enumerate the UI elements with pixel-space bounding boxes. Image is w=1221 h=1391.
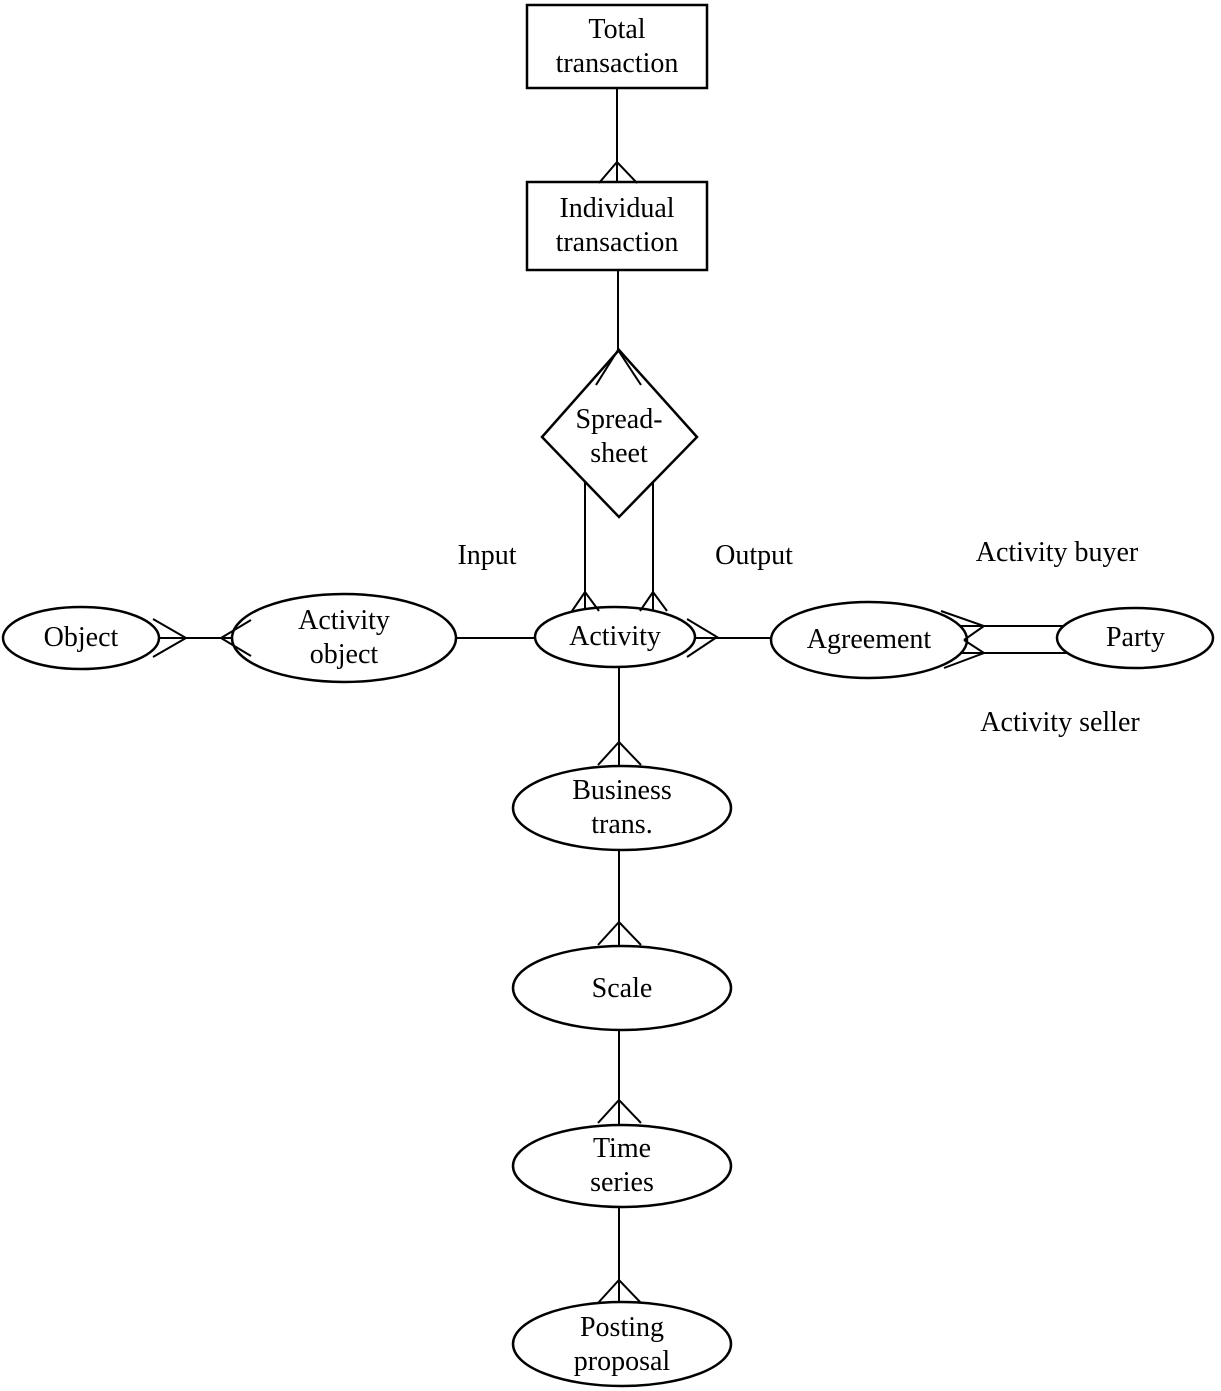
node-shape-activity [533, 605, 697, 669]
node-shapes [1, 3, 1215, 1388]
crow-foot-agreement-lower [943, 639, 987, 669]
crow-foot-individual-top [598, 160, 638, 184]
node-shape-business-trans [511, 764, 733, 852]
crow-foot-activity-top-right [639, 590, 668, 612]
crow-foot-activity-right [686, 618, 719, 658]
node-shape-individual-transaction [525, 180, 709, 272]
node-shape-party [1055, 606, 1215, 670]
node-shape-time-series [511, 1123, 733, 1209]
node-shape-spreadsheet [540, 348, 699, 519]
crow-foot-activity-top-left [571, 590, 600, 612]
node-shape-activity-object [230, 592, 458, 684]
node-shape-posting-proposal [511, 1300, 733, 1388]
node-shape-scale [511, 944, 733, 1032]
crow-foot-agreement-upper [940, 610, 987, 641]
crow-foot-time-series-top [597, 1098, 642, 1124]
node-shape-agreement [769, 600, 969, 680]
crow-foot-markers [152, 160, 987, 1304]
crow-foot-scale-top [597, 920, 642, 946]
crow-foot-business-trans-top [597, 740, 642, 766]
crow-foot-object-right [152, 618, 189, 658]
crow-foot-spreadsheet-top [595, 348, 642, 386]
crow-foot-activity-object-left [219, 619, 252, 657]
crow-foot-posting-proposal-top [597, 1278, 642, 1304]
node-shape-object [1, 605, 161, 671]
node-shape-total-transaction [525, 3, 709, 90]
